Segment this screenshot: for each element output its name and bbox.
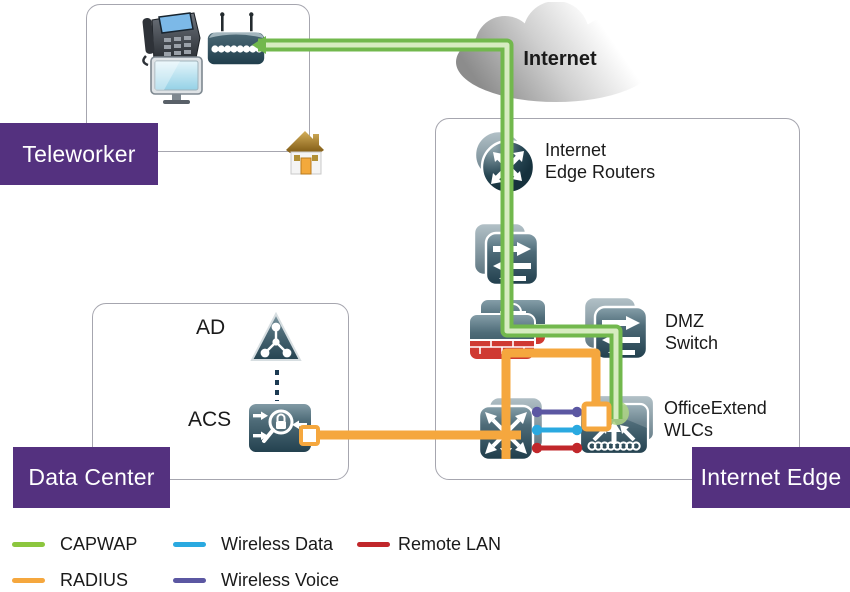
legend-label-radius: RADIUS — [60, 570, 129, 590]
teleworker-banner: Teleworker — [0, 123, 158, 185]
legend-swatch-capwap — [12, 542, 45, 547]
remote-lan-link — [531, 442, 583, 454]
data-center-banner: Data Center — [13, 447, 170, 508]
internet-edge-banner-label: Internet Edge — [700, 464, 842, 490]
office-extend-wlcs-label: OfficeExtend WLCs — [664, 398, 767, 440]
legend-swatch-radius — [12, 578, 45, 583]
radius-connector-wlc — [581, 401, 612, 432]
ad-label: AD — [196, 316, 226, 339]
internet-edge-zone-box — [435, 118, 800, 480]
capwap-line — [258, 38, 623, 419]
legend-swatch-wireless-voice — [173, 578, 206, 583]
internet-edge-banner: Internet Edge — [692, 447, 850, 508]
wireless-voice-link — [531, 406, 583, 418]
capwap-arrowhead-icon — [252, 36, 266, 54]
radius-line-wlc — [501, 348, 601, 459]
legend-label-remote-lan: Remote LAN — [398, 534, 502, 554]
legend-swatch-remote-lan — [357, 542, 390, 547]
data-center-banner-label: Data Center — [28, 464, 155, 490]
dmz-switch-label: DMZ Switch — [665, 311, 719, 353]
legend-label-capwap: CAPWAP — [60, 534, 138, 554]
house-icon — [286, 131, 324, 175]
radius-connector-acs — [299, 425, 320, 446]
teleworker-zone-box — [86, 4, 310, 152]
acs-server-icon — [247, 402, 313, 454]
capwap-line-core — [258, 42, 619, 419]
teleworker-banner-label: Teleworker — [22, 140, 136, 167]
internet-cloud-label: Internet — [523, 48, 597, 70]
monitor-icon — [150, 56, 203, 104]
internet-edge-routers-label: Internet Edge Routers — [545, 140, 656, 182]
legend-label-wireless-data: Wireless Data — [221, 534, 334, 554]
acs-label: ACS — [188, 408, 232, 431]
ip-phone-icon — [142, 12, 201, 66]
legend-swatch-wireless-data — [173, 542, 206, 547]
wireless-data-link — [531, 424, 583, 436]
data-center-zone-box — [92, 303, 349, 480]
ad-directory-icon — [250, 312, 302, 361]
legend-label-wireless-voice: Wireless Voice — [221, 570, 340, 590]
